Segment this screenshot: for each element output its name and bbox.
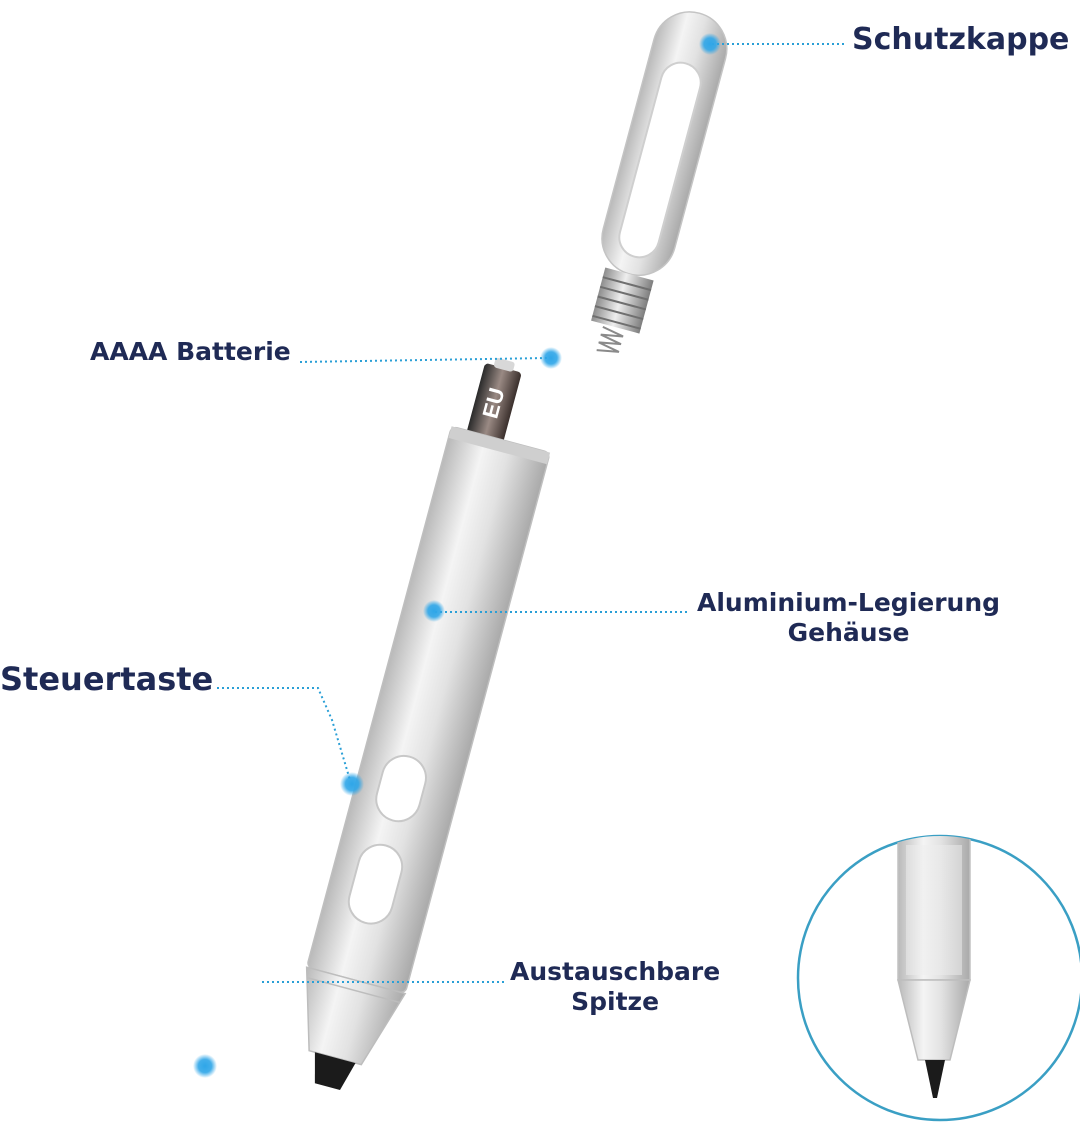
callout-dot-icon	[193, 1054, 217, 1078]
label-housing-line1: Aluminium-Legierung	[697, 588, 1001, 617]
callout-lines	[217, 43, 845, 983]
control-button-lower	[347, 843, 404, 925]
protective-cap	[591, 11, 728, 353]
label-tip-line1: Austauschbare	[510, 957, 721, 986]
callout-dot-icon	[340, 772, 364, 796]
callout-dots	[193, 33, 721, 1078]
callout-dot-icon	[540, 347, 562, 369]
zoom-circle-icon	[796, 834, 1080, 1122]
callout-dot-icon	[699, 33, 721, 55]
callout-dot-icon	[423, 600, 445, 622]
label-tip-line2: Spitze	[571, 987, 660, 1016]
label-housing: Aluminium-Legierung Gehäuse	[697, 588, 1000, 648]
label-replaceable-tip: Austauschbare Spitze	[510, 957, 720, 1017]
stylus-pen-icon: EU	[305, 358, 551, 1090]
tip-icon	[314, 1052, 356, 1090]
spring-icon	[596, 325, 624, 353]
label-battery: AAAA Batterie	[90, 337, 291, 366]
label-protective-cap: Schutzkappe	[852, 22, 1070, 57]
control-button-upper	[375, 754, 427, 823]
label-control-button: Steuertaste	[0, 660, 214, 698]
label-housing-line2: Gehäuse	[787, 618, 910, 647]
thread-icon	[591, 267, 654, 334]
